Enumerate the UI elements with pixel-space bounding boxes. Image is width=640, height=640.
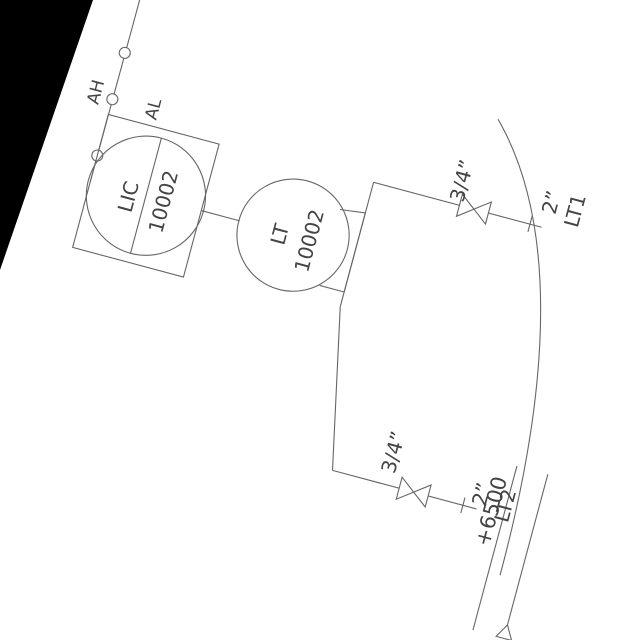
isolation-valve-left (455, 193, 493, 226)
signal-line-marker (106, 93, 119, 106)
pipe-break-tick (460, 497, 466, 514)
level-transmitter (236, 178, 350, 292)
controller-divider (129, 138, 162, 254)
level-indicating-controller (71, 113, 220, 278)
pipe-break-tick (527, 216, 533, 232)
controller-box (71, 113, 220, 278)
controller-to-transmitter-line (201, 210, 240, 222)
elevation-marker (472, 465, 549, 640)
isolation-valve-right (395, 475, 432, 509)
signal-line-marker (118, 46, 131, 59)
vessel-outline (497, 118, 542, 576)
